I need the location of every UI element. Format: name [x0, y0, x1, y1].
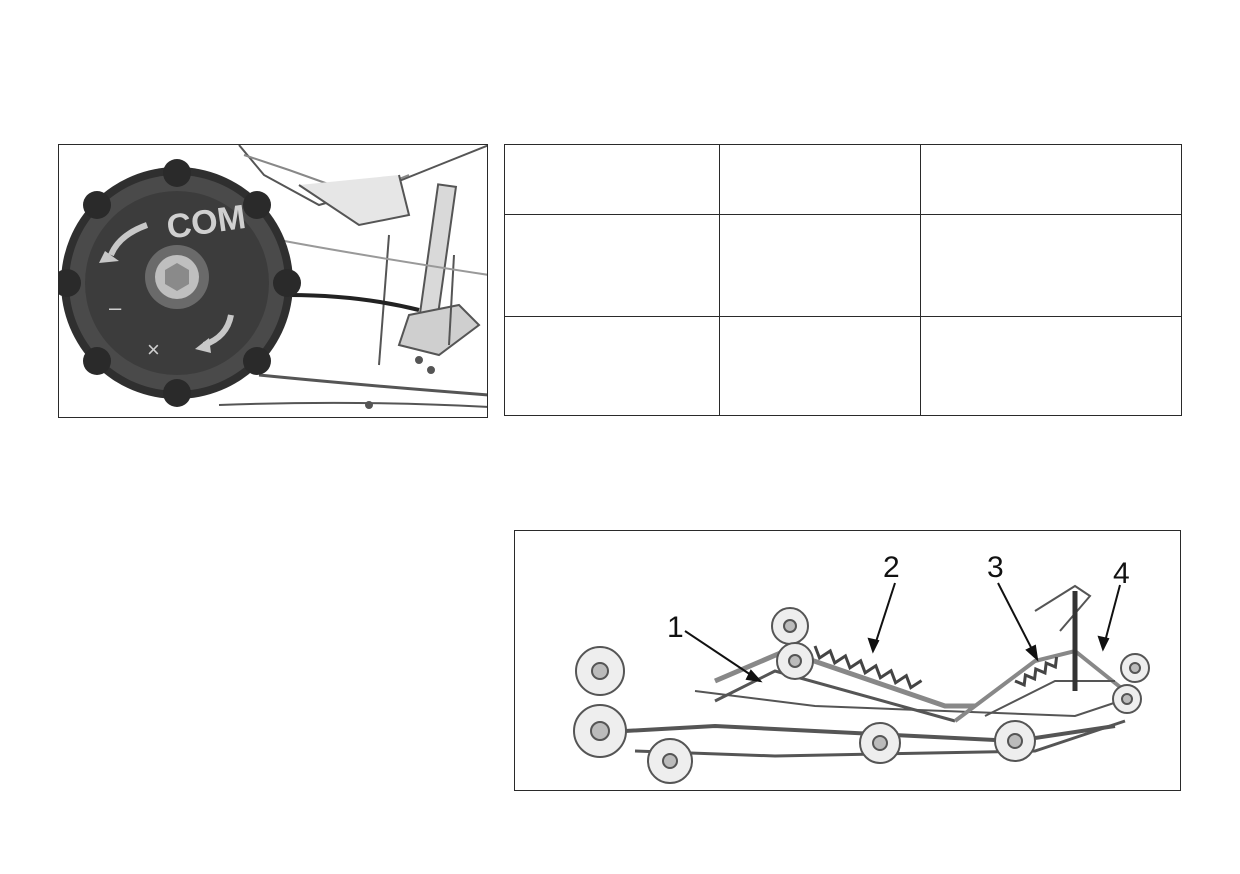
table-cell: [920, 214, 1182, 317]
callout-4: 4: [1113, 557, 1130, 590]
table-row: [504, 214, 1182, 317]
table-row: [504, 144, 1182, 215]
table-cell: [920, 144, 1182, 215]
idler-wheels: [573, 607, 1150, 784]
table-cell: [504, 316, 720, 416]
leader-line-1: [684, 630, 761, 682]
table-cell: [504, 144, 720, 215]
leader-line-2: [872, 582, 896, 652]
arrow-ccw-icon: [108, 222, 149, 257]
callout-2: 2: [883, 551, 900, 584]
rear-spring-icon: [1014, 656, 1059, 688]
callout-3: 3: [987, 551, 1004, 584]
table-cell: [920, 316, 1182, 416]
shock-absorber-background: [218, 145, 487, 409]
table-cell: [504, 214, 720, 317]
adjuster-knob-icon: [59, 159, 301, 407]
front-spring-icon: [813, 645, 923, 690]
knob-illustration: COM – ×: [58, 144, 488, 418]
minus-mark: –: [109, 295, 122, 320]
table-cell: [719, 144, 921, 215]
specification-table: [504, 144, 1182, 416]
table-row: [504, 316, 1182, 416]
callout-1: 1: [667, 611, 684, 644]
leader-line-3: [997, 582, 1038, 660]
cross-mark: ×: [147, 337, 160, 362]
table-cell: [719, 214, 921, 317]
suspension-illustration: 1 2 3 4: [514, 530, 1181, 791]
suspension-line-art: [624, 584, 1136, 758]
table-cell: [719, 316, 921, 416]
